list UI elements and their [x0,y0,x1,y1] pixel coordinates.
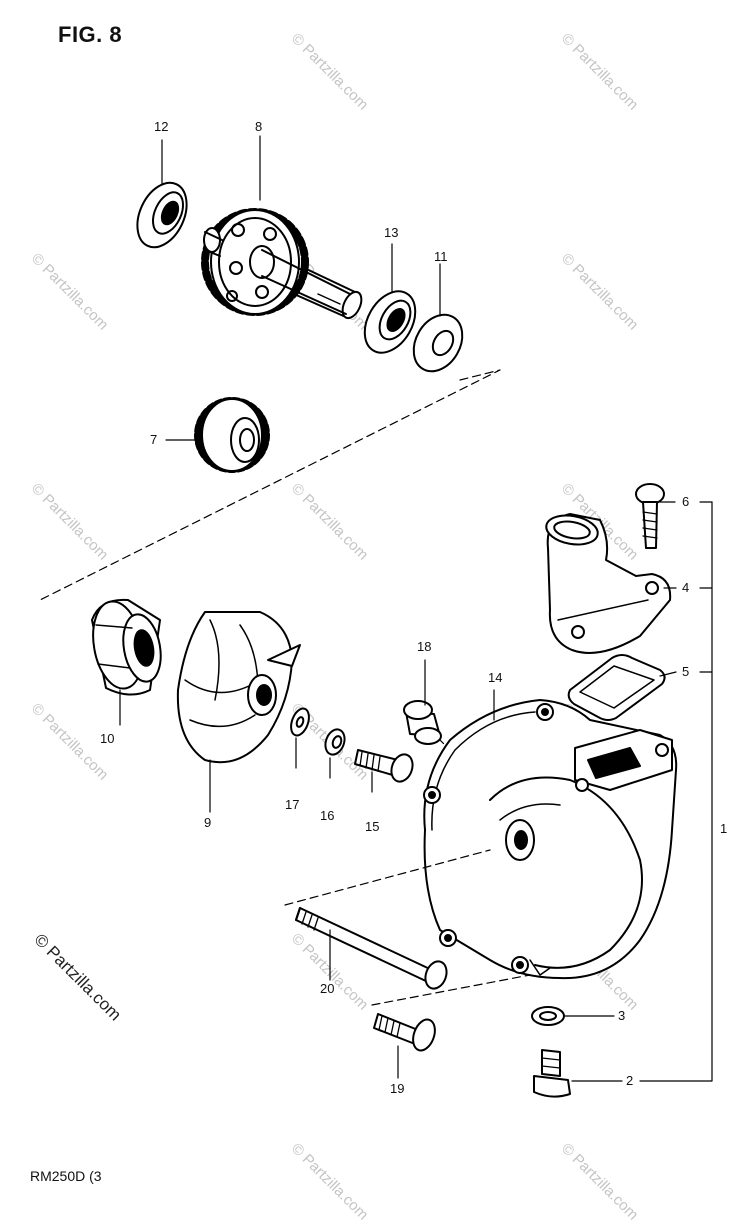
callout-9: 9 [204,815,212,830]
cap-part-10 [91,598,162,696]
callout-11: 11 [434,249,448,264]
callout-15: 15 [365,819,380,834]
callout-1: 1 [720,821,728,836]
callout-4: 4 [682,580,690,595]
washer-part-3 [531,1006,565,1026]
figure-title: FIG. 8 [58,22,123,47]
bolt-part-15 [354,749,414,783]
callout-5: 5 [682,664,690,679]
seal-part-11 [412,313,464,373]
callout-10: 10 [100,731,115,746]
gear-shaft-part-8 [201,208,363,320]
callout-14: 14 [488,670,503,685]
callout-18: 18 [417,639,432,654]
leader-lines [119,135,713,1082]
bolt-part-20 [295,907,448,990]
washer-part-17 [290,707,310,737]
pump-housing-part-14 [423,699,678,980]
callout-20: 20 [320,981,335,996]
callout-3: 3 [618,1008,626,1023]
bearing-part-13 [363,290,417,354]
callout-6: 6 [682,494,690,509]
impeller-part-9 [176,611,301,764]
collar-part-18 [403,700,442,745]
callout-2: 2 [626,1073,634,1088]
gasket-part-5 [567,654,666,721]
callout-8: 8 [255,119,263,134]
washer-part-16 [324,728,346,756]
callout-17: 17 [285,797,300,812]
callout-7: 7 [150,432,158,447]
gear-part-7 [194,397,270,473]
callout-16: 16 [320,808,335,823]
model-code: RM250D (3 [30,1168,102,1184]
elbow-fitting-part-4 [545,513,672,654]
bearing-part-12 [136,181,188,249]
callout-12: 12 [154,119,169,134]
callout-13: 13 [384,225,399,240]
bolt-part-19 [373,1013,436,1052]
drain-plug-part-2 [533,1049,571,1098]
callout-19: 19 [390,1081,405,1096]
bolt-part-6 [635,483,665,549]
